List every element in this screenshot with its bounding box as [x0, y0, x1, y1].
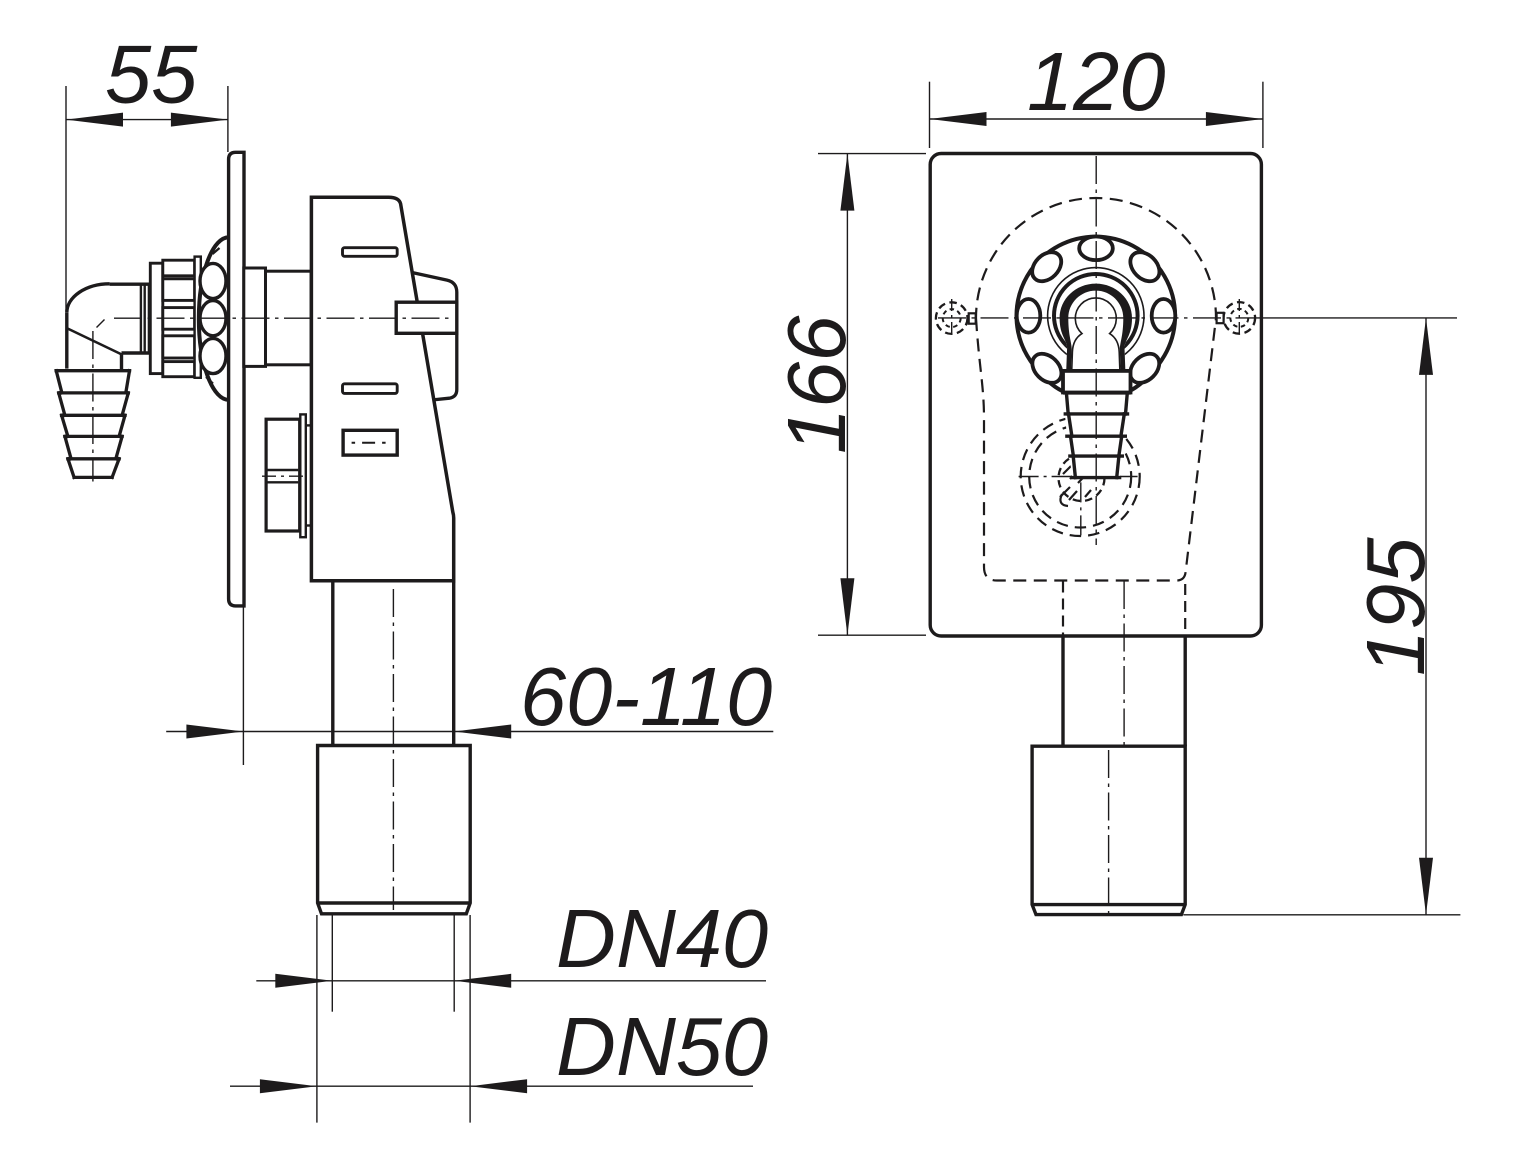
svg-text:DN40: DN40 [556, 892, 768, 985]
svg-text:195: 195 [1349, 537, 1442, 676]
svg-text:DN50: DN50 [556, 1000, 768, 1093]
svg-text:55: 55 [105, 28, 198, 121]
svg-text:120: 120 [1027, 35, 1165, 128]
svg-text:60-110: 60-110 [520, 650, 772, 743]
svg-text:166: 166 [770, 315, 863, 454]
